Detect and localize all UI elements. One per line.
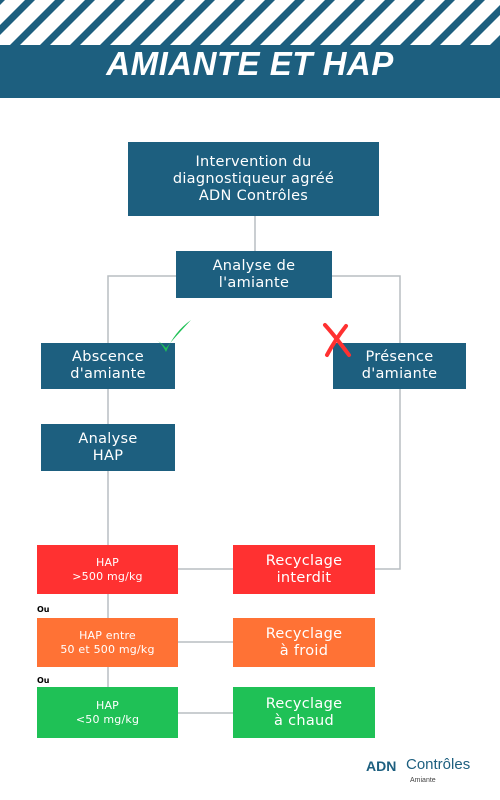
connector-analyse-presence [332, 275, 401, 343]
node-recyclage-chaud-line1: Recyclage [265, 695, 343, 712]
page-title: AMIANTE ET HAP [106, 45, 394, 82]
node-recyclage-interdit-line2: interdit [276, 569, 332, 586]
node-analyse-hap-line1: Analyse [78, 430, 138, 447]
logo-mark-text: ADN [366, 758, 396, 774]
connector-presence-interdit [375, 389, 401, 570]
node-presence-line2: d'amiante [361, 366, 438, 382]
node-hap-500-line2: >500 mg/kg [72, 569, 143, 583]
node-intervention-line3: ADN Contrôles [198, 187, 309, 204]
node-hap-50-500: HAP entre 50 et 500 mg/kg [37, 618, 178, 667]
adn-controles-logo: ADN Contrôles Amiante [366, 756, 486, 790]
node-hap-50-line1: HAP [95, 698, 120, 712]
node-intervention-line1: Intervention du [195, 153, 312, 170]
node-hap-50-500-line1: HAP entre [79, 628, 136, 642]
cross-icon [323, 323, 351, 357]
node-analyse-hap: Analyse HAP [41, 424, 175, 471]
node-intervention-line2: diagnostiqueur agréé [172, 170, 335, 187]
node-analyse-amiante-line2: l'amiante [218, 274, 290, 291]
node-analyse-amiante: Analyse de l'amiante [176, 251, 332, 298]
logo-subtitle: Amiante [410, 777, 436, 784]
node-recyclage-froid-line2: à froid [279, 642, 329, 659]
adn-logo-mark: ADN [366, 758, 396, 774]
node-absence-line1: Abscence [71, 349, 145, 365]
separator-ou-1: Ou [37, 605, 50, 614]
node-presence: Présence d'amiante [333, 343, 466, 389]
header-banner: AMIANTE ET HAP [0, 0, 500, 98]
node-hap-500-line1: HAP [95, 555, 120, 569]
node-presence-line1: Présence [365, 349, 434, 365]
node-hap-50: HAP <50 mg/kg [37, 687, 178, 738]
logo-name: Contrôles [406, 756, 471, 773]
node-hap-500: HAP >500 mg/kg [37, 545, 178, 594]
node-hap-50-line2: <50 mg/kg [75, 712, 140, 726]
node-recyclage-interdit-line1: Recyclage [265, 552, 343, 569]
node-recyclage-froid-line1: Recyclage [265, 625, 343, 642]
connector-analyse-absence [107, 275, 176, 343]
check-icon [156, 320, 191, 352]
node-absence: Abscence d'amiante [41, 343, 175, 389]
node-recyclage-chaud-line2: à chaud [273, 712, 335, 729]
node-intervention: Intervention du diagnostiqueur agréé ADN… [128, 142, 379, 216]
node-recyclage-interdit: Recyclage interdit [233, 545, 375, 594]
node-analyse-hap-line2: HAP [92, 447, 124, 464]
node-analyse-amiante-line1: Analyse de [212, 257, 296, 274]
node-recyclage-chaud: Recyclage à chaud [233, 687, 375, 738]
node-recyclage-froid: Recyclage à froid [233, 618, 375, 667]
node-absence-line2: d'amiante [70, 366, 146, 382]
stripes-decoration [0, 0, 500, 45]
node-hap-50-500-line2: 50 et 500 mg/kg [60, 642, 155, 656]
separator-ou-2: Ou [37, 676, 50, 685]
